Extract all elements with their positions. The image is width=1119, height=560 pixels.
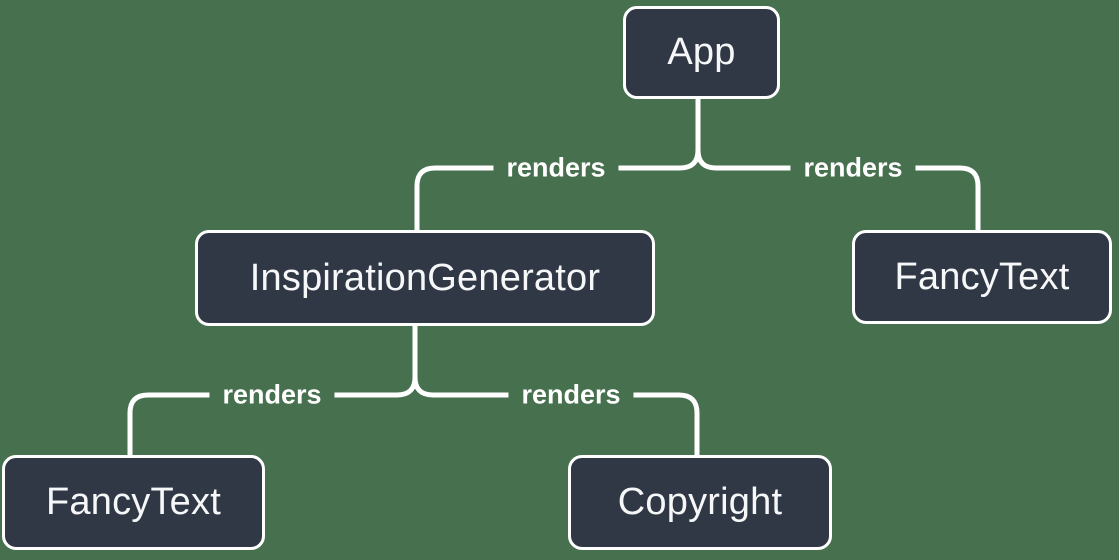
node-app: App bbox=[623, 6, 780, 99]
edge-label-renders-inspirationgenerator-fancytext: renders bbox=[209, 379, 335, 411]
edge-label-renders-app-fancytext: renders bbox=[790, 152, 916, 184]
node-fancy-text-top: FancyText bbox=[852, 230, 1112, 324]
node-copyright-label: Copyright bbox=[617, 481, 783, 523]
node-copyright: Copyright bbox=[568, 455, 832, 550]
node-fancy-text-top-label: FancyText bbox=[894, 255, 1070, 298]
edge-label-renders-app-inspirationgenerator: renders bbox=[493, 152, 619, 184]
node-fancy-text-bottom-label: FancyText bbox=[46, 481, 221, 523]
edge-label-renders-inspirationgenerator-copyright: renders bbox=[508, 379, 634, 411]
node-inspiration-generator: InspirationGenerator bbox=[195, 230, 655, 326]
node-inspiration-generator-label: InspirationGenerator bbox=[249, 256, 601, 299]
node-app-label: App bbox=[667, 31, 736, 73]
node-fancy-text-bottom: FancyText bbox=[2, 455, 265, 550]
